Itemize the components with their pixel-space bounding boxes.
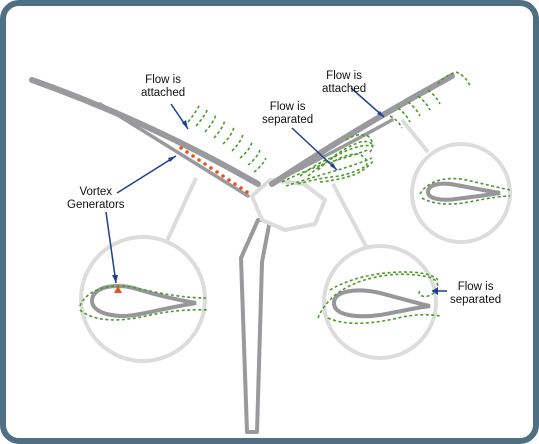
label-flow-attached-right-line1: Flow is: [326, 70, 362, 82]
right-blade-trailing: [276, 118, 394, 182]
airfoil-flow-separated: [317, 271, 441, 325]
label-vortex-generators: Vortex Generators: [67, 186, 125, 211]
label-flow-attached-left: Flow is attached: [141, 74, 185, 99]
airfoil-flow-attached: [419, 177, 511, 205]
label-flow-separated-top-line1: Flow is: [269, 101, 306, 113]
arrow-attached-right: [350, 87, 385, 118]
label-flow-separated-bottom-line2: separated: [450, 293, 502, 306]
label-flow-separated-top: Flow is separated: [262, 101, 313, 126]
left-blade: [29, 77, 261, 187]
label-flow-attached-left-line2: attached: [141, 86, 186, 99]
label-vortex-generators-line2: Generators: [67, 198, 125, 211]
airfoil-vortex-generators: [79, 283, 209, 321]
flow-lines-right-blade-separated: [281, 133, 375, 187]
vortex-generator-marker: [114, 286, 122, 293]
label-flow-attached-right-line2: attached: [322, 82, 367, 95]
arrow-separated-top: [291, 127, 338, 171]
arrow-vortex-to-airfoil: [105, 211, 117, 284]
label-flow-separated-bottom: Flow is separated: [450, 281, 501, 306]
flow-lines-left-blade: [187, 103, 267, 173]
label-flow-attached-left-line1: Flow is: [145, 74, 181, 86]
label-flow-separated-top-line2: separated: [262, 113, 314, 126]
label-vortex-generators-line1: Vortex: [79, 186, 113, 198]
flow-lines-right-blade-attached: [389, 71, 471, 129]
vortex-generator-dots: [179, 146, 249, 194]
label-flow-separated-bottom-line1: Flow is: [457, 281, 494, 293]
arrow-vortex-to-blade: [116, 155, 177, 194]
right-blade: [269, 73, 455, 187]
label-flow-attached-right: Flow is attached: [322, 70, 366, 95]
left-blade-trailing: [98, 102, 250, 198]
callout-arrowheads: [112, 111, 438, 295]
callout-arrows: [105, 87, 447, 292]
